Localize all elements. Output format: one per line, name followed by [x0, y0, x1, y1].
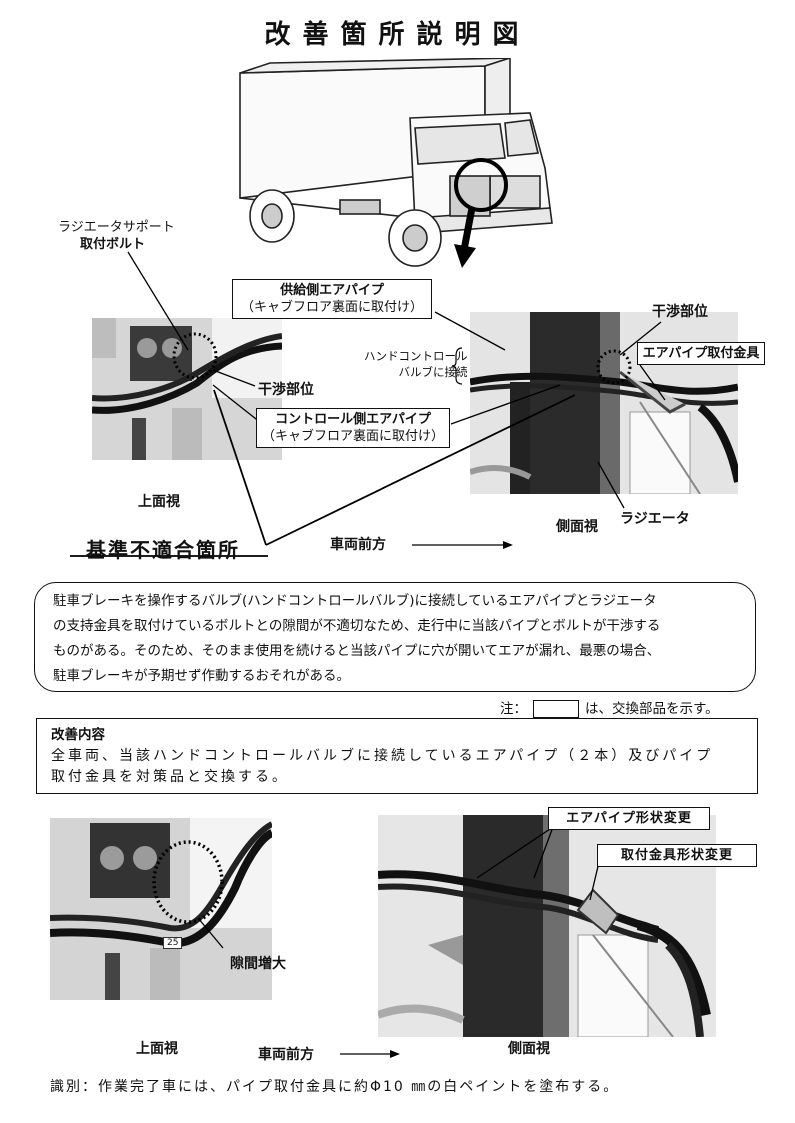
description-line3: ものがある。そのため、そのまま使用を続けると当該パイプに穴が開いてエアが漏れ、最…: [53, 643, 661, 659]
label-radiator-support-line2: 取付ボルト: [80, 237, 146, 252]
label-top-view-bottom: 上面視: [136, 1041, 178, 1057]
control-pipe-line1: コントロール側エアパイプ: [275, 412, 431, 427]
bracket-shape-change-box: 取付金具形状変更: [597, 844, 757, 867]
improvement-line2: 取付金具を対策品と交換する。: [51, 769, 289, 785]
description-line1: 駐車ブレーキを操作するバルブ(ハンドコントロールバルブ)に接続しているエアパイプ…: [53, 593, 657, 609]
label-interference-right: 干渉部位: [652, 304, 708, 320]
legend-note: 注： は、交換部品を示す。: [500, 697, 719, 718]
improvement-line1: 全車両、当該ハンドコントロールバルブに接続しているエアパイプ（２本）及びパイプ: [51, 748, 714, 764]
top-view-photo-before: [92, 318, 282, 460]
description-line4: 駐車ブレーキが予期せず作動するおそれがある。: [53, 668, 350, 684]
interference-circle-right: [596, 349, 632, 385]
supply-pipe-box: 供給側エアパイプ （キャブフロア裏面に取付け）: [232, 279, 432, 319]
defect-description: 駐車ブレーキを操作するバルブ(ハンドコントロールバルブ)に接続しているエアパイプ…: [34, 582, 756, 692]
control-pipe-box: コントロール側エアパイプ （キャブフロア裏面に取付け）: [256, 408, 450, 448]
label-radiator-support-line1: ラジエータサポート: [58, 220, 175, 235]
label-hand-control-line1: ハンドコントロール: [364, 349, 468, 363]
label-clearance-increase: 隙間増大: [230, 956, 286, 972]
label-side-view-bottom: 側面視: [508, 1041, 550, 1057]
truck-illustration: [239, 58, 553, 268]
dim-label-25: 25: [163, 937, 183, 949]
label-hand-control-line2: バルブに接続: [398, 365, 468, 379]
label-interference-left: 干渉部位: [258, 382, 314, 398]
label-radiator-support: ラジエータサポート 取付ボルト: [58, 219, 175, 253]
pipe-shape-change-box: エアパイプ形状変更: [548, 807, 710, 830]
description-line2: の支持金具を取付けているボルトとの隙間が不適切なため、走行中に当該パイプとボルト…: [53, 618, 661, 634]
supply-pipe-line2: （キャブフロア裏面に取付け）: [240, 300, 423, 315]
label-vehicle-front-top: 車両前方: [330, 537, 386, 553]
supply-pipe-line1: 供給側エアパイプ: [280, 283, 384, 298]
note-key-box: [533, 700, 579, 718]
air-pipe-bracket-box: エアパイプ取付金具: [637, 342, 765, 365]
improvement-title: 改善内容: [51, 727, 105, 743]
top-leader-lines: [70, 251, 666, 557]
label-side-view: 側面視: [556, 519, 598, 535]
clearance-circle: [152, 840, 224, 924]
side-view-photo-before: [470, 312, 738, 494]
label-radiator: ラジエータ: [620, 511, 690, 527]
improvement-box: 改善内容 全車両、当該ハンドコントロールバルブに接続しているエアパイプ（２本）及…: [36, 718, 758, 794]
label-hand-control: ハンドコントロール バルブに接続: [364, 348, 468, 380]
note-suffix: は、交換部品を示す。: [585, 701, 719, 717]
side-view-photo-after: [378, 815, 716, 1037]
identification-text: 識別：作業完了車には、パイプ取付金具に約Φ10 ㎜の白ペイントを塗布する。: [50, 1079, 620, 1095]
page-title: 改善箇所説明図: [264, 20, 531, 50]
top-view-photo-after: [50, 818, 272, 1000]
label-vehicle-front-bottom: 車両前方: [258, 1047, 314, 1063]
interference-circle-left: [172, 332, 218, 380]
label-nonconforming: 基準不適合箇所: [86, 538, 240, 562]
label-top-view: 上面視: [138, 494, 180, 510]
control-pipe-line2: （キャブフロア裏面に取付け）: [261, 429, 444, 444]
note-prefix: 注：: [500, 701, 527, 717]
